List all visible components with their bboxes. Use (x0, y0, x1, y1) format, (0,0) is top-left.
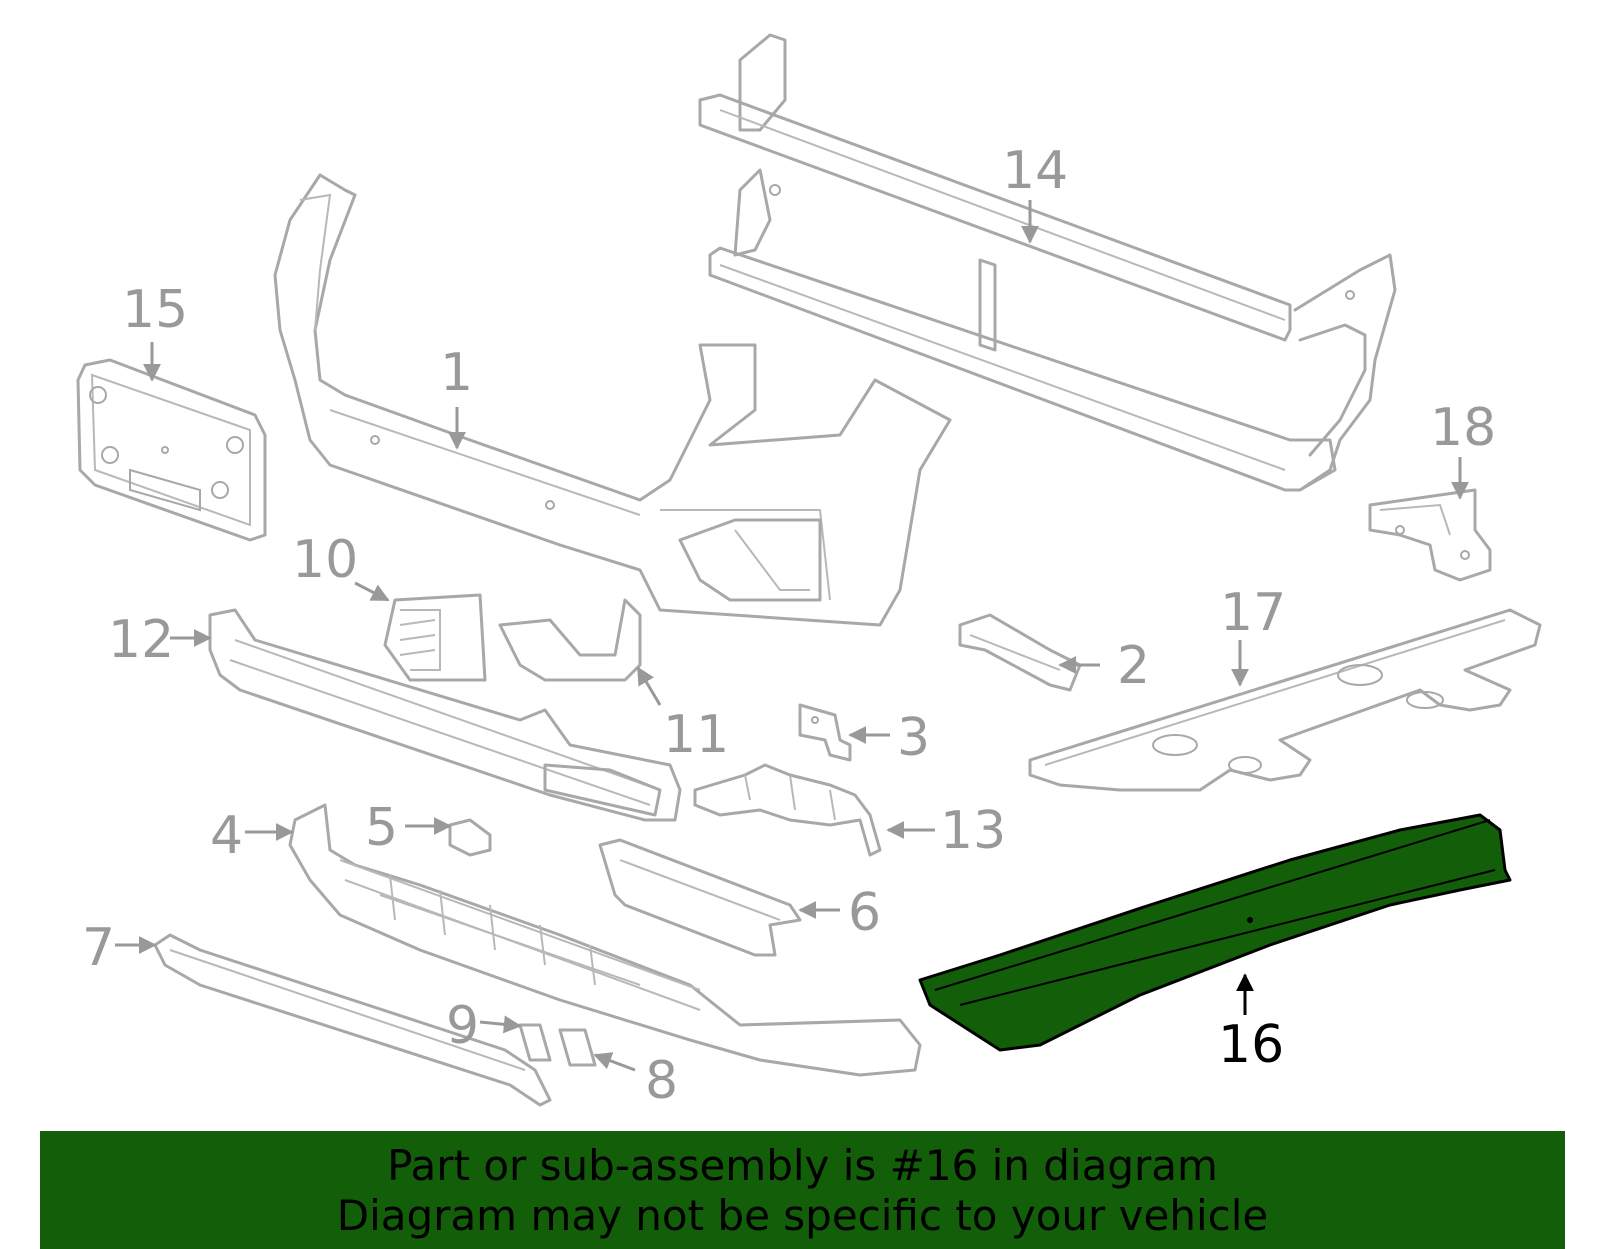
callout-labels: 1 2 3 4 5 6 7 8 9 10 11 12 13 14 15 16 1… (82, 141, 1496, 1111)
bumper-cover-part[interactable] (273, 173, 952, 627)
grille-bracket-part[interactable] (598, 838, 802, 957)
sensor-part[interactable] (448, 818, 492, 857)
callout-13[interactable]: 13 (940, 801, 1006, 861)
callout-18[interactable]: 18 (1430, 398, 1496, 458)
skid-plate-part[interactable] (1028, 608, 1542, 792)
callout-6[interactable]: 6 (848, 883, 881, 943)
lower-grille-part[interactable] (288, 803, 922, 1077)
callout-7[interactable]: 7 (82, 918, 115, 978)
banner-line-part-number: Part or sub-assembly is #16 in diagram (387, 1141, 1218, 1190)
callout-11[interactable]: 11 (663, 705, 729, 765)
callout-12[interactable]: 12 (108, 610, 174, 670)
callout-5[interactable]: 5 (365, 798, 398, 858)
callout-14[interactable]: 14 (1002, 141, 1068, 201)
radiator-support-bar-part[interactable] (698, 33, 1397, 492)
callout-16[interactable]: 16 (1218, 1015, 1284, 1075)
callout-10[interactable]: 10 (292, 530, 358, 590)
tow-cover-right-part[interactable] (558, 1028, 597, 1067)
impact-bar-part[interactable] (208, 608, 682, 822)
lower-trim-molding-part[interactable] (153, 933, 552, 1107)
info-banner: Part or sub-assembly is #16 in diagram D… (40, 1131, 1565, 1249)
fog-lamp-bezel-left-part[interactable] (383, 593, 487, 682)
lower-deflector-part[interactable] (918, 813, 1512, 1052)
bracket-right-part[interactable] (958, 613, 1082, 692)
callout-15[interactable]: 15 (122, 280, 188, 340)
callout-9[interactable]: 9 (446, 996, 479, 1056)
callout-3[interactable]: 3 (897, 708, 930, 768)
callout-4[interactable]: 4 (210, 806, 243, 866)
callout-arrows (115, 200, 1469, 1072)
callout-2[interactable]: 2 (1117, 636, 1150, 696)
support-bracket-part[interactable] (1368, 488, 1492, 582)
callout-17[interactable]: 17 (1220, 583, 1286, 643)
clip-bracket-part[interactable] (798, 703, 852, 762)
callout-1[interactable]: 1 (440, 343, 473, 403)
callout-8[interactable]: 8 (645, 1051, 678, 1111)
banner-line-disclaimer: Diagram may not be specific to your vehi… (336, 1191, 1269, 1240)
tow-cover-left-part[interactable] (518, 1023, 552, 1062)
bracket-center-part[interactable] (693, 763, 882, 857)
fog-lamp-bezel-right-part[interactable] (498, 598, 642, 682)
license-plate-bracket-part[interactable] (76, 358, 267, 542)
